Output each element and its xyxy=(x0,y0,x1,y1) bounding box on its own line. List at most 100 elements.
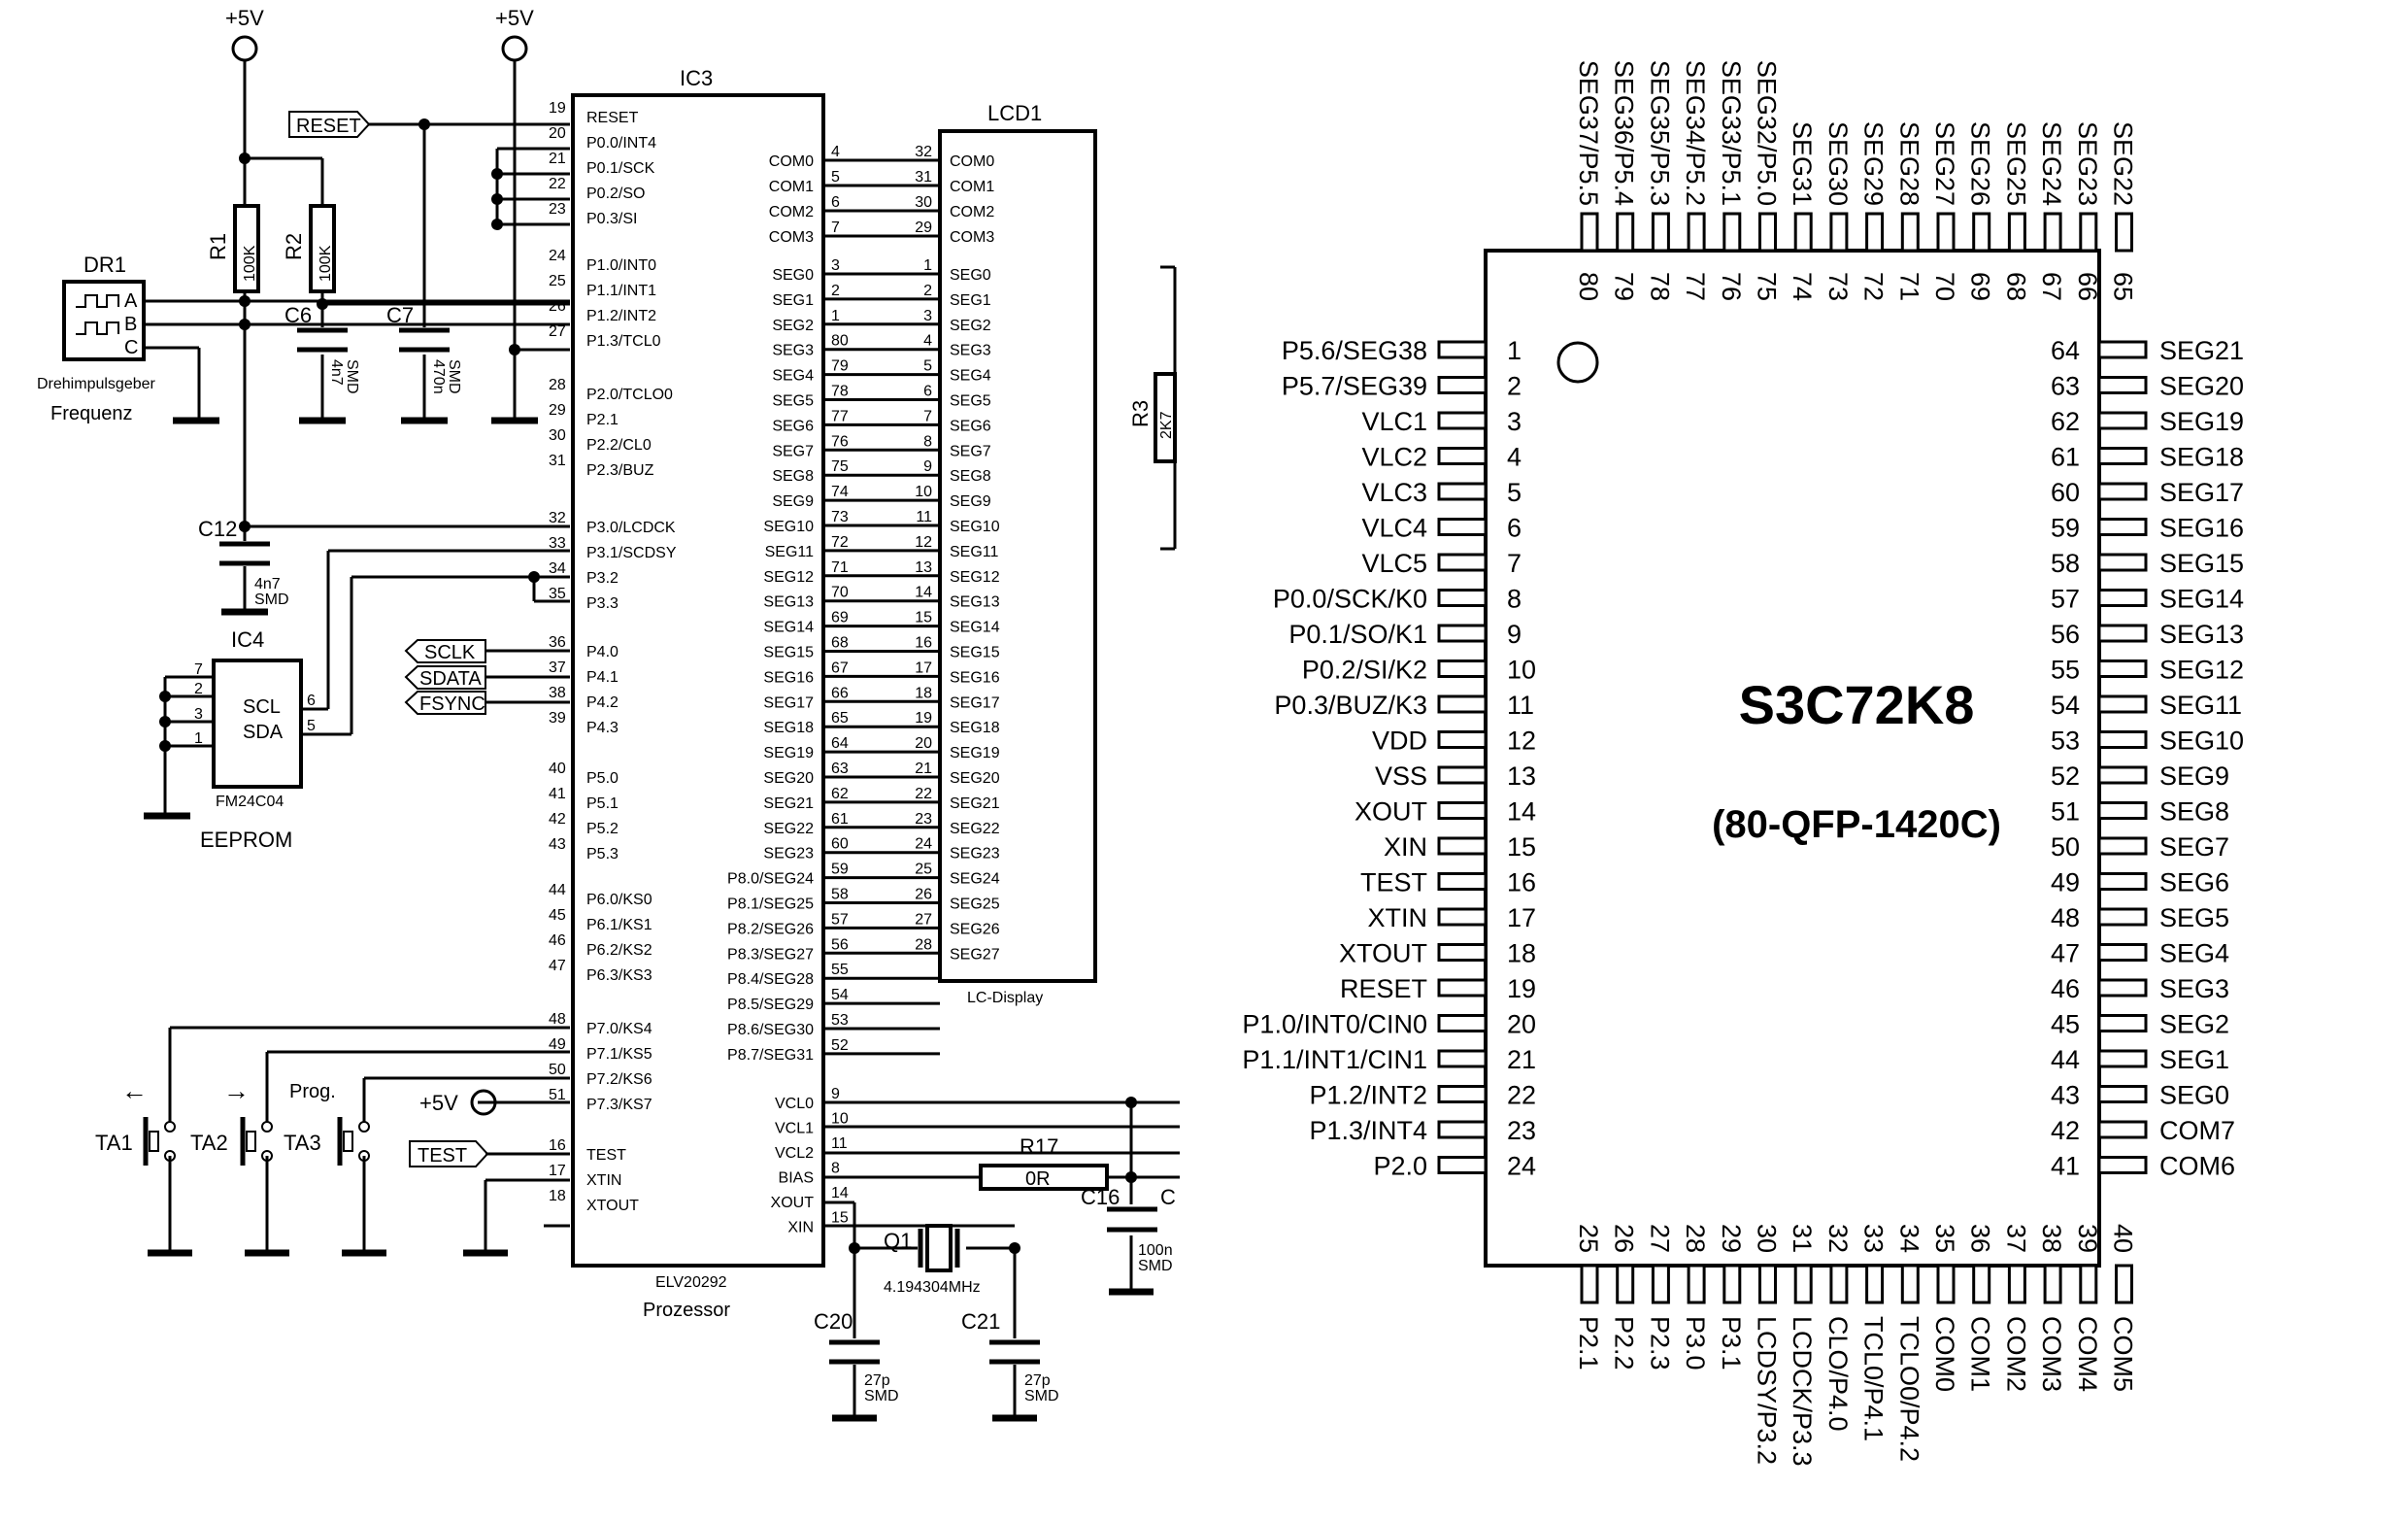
lcd-pin-label: COM3 xyxy=(950,229,994,246)
qfp-pin-number: 22 xyxy=(1507,1081,1536,1110)
ic3-pin-label: P6.1/KS1 xyxy=(586,917,652,933)
lcd-pin-number: 30 xyxy=(915,194,932,211)
ic3-pin-number: 5 xyxy=(831,169,840,186)
svg-text:SCLK: SCLK xyxy=(424,642,476,663)
qfp-pin-number: 50 xyxy=(2051,832,2080,862)
qfp-pin-number: 69 xyxy=(1966,272,1995,301)
ic3-pin-label: P7.0/KS4 xyxy=(586,1021,652,1037)
qfp-pin-label: SEG27 xyxy=(1930,121,1959,206)
qfp-pin-label: SEG37/P5.5 xyxy=(1574,60,1603,206)
lcd-pin-number: 17 xyxy=(915,660,932,676)
qfp-pad xyxy=(1437,340,1488,359)
qfp-pad xyxy=(2115,1264,2133,1304)
svg-text:C: C xyxy=(124,337,138,358)
qfp-pad xyxy=(1793,212,1813,253)
qfp-pad xyxy=(2097,943,2148,962)
ic3-pin-number: 48 xyxy=(549,1011,566,1028)
resistor-r17: 0R R17 xyxy=(979,1134,1109,1191)
ic3-pin-number: 54 xyxy=(831,987,849,1003)
key-ta2: TA2 xyxy=(190,1117,273,1166)
ic3-pin-number: 58 xyxy=(831,887,849,903)
ic3-pin-number: 61 xyxy=(831,811,849,828)
qfp-pad xyxy=(1972,1264,1991,1304)
supply-terminal-2: +5V xyxy=(495,6,534,62)
qfp-pin-label: VDD xyxy=(1372,727,1427,756)
qfp-pin-number: 61 xyxy=(2051,443,2080,472)
svg-text:100K: 100K xyxy=(242,245,258,282)
qfp-pin-label: SEG35/P5.3 xyxy=(1645,60,1674,206)
ic3-pin-label: SEG16 xyxy=(763,669,814,686)
ic3-pin-label: SEG1 xyxy=(772,292,814,309)
svg-text:SMD: SMD xyxy=(254,592,289,608)
capacitor-c16: C16 C 100n SMD xyxy=(1081,1185,1176,1274)
ic3-pin-label: VCL0 xyxy=(775,1096,814,1112)
ic3-pin-number: 53 xyxy=(831,1012,849,1029)
ic3-pin-label: SEG19 xyxy=(763,745,814,761)
supply-terminal-3: +5V xyxy=(419,1089,497,1116)
lcd-pin-number: 11 xyxy=(916,509,932,525)
ic3-pin-number: 15 xyxy=(831,1210,849,1227)
ic3-pin-label: P6.0/KS0 xyxy=(586,892,652,908)
qfp-pad xyxy=(2007,212,2026,253)
qfp-pin-number: 51 xyxy=(2051,797,2080,827)
svg-text:4n7: 4n7 xyxy=(254,576,281,592)
ic3-pin-label: COM3 xyxy=(769,229,814,246)
ic3-pin-label: SEG13 xyxy=(763,594,814,611)
ic3-pin-number: 10 xyxy=(831,1111,849,1128)
qfp-pad xyxy=(1437,1120,1488,1139)
svg-text:C6: C6 xyxy=(284,303,312,327)
qfp-pin-label: SEG14 xyxy=(2159,585,2244,614)
svg-text:4.194304MHz: 4.194304MHz xyxy=(884,1279,981,1296)
ic3-pin-label: P0.2/SO xyxy=(586,186,645,202)
qfp-pad xyxy=(2079,1264,2098,1304)
capacitor-c6: C6 4n7 SMD xyxy=(284,303,360,394)
qfp-pin-label: P1.0/INT0/CIN0 xyxy=(1242,1010,1427,1039)
qfp-pad xyxy=(2097,872,2148,891)
qfp-pad xyxy=(2097,411,2148,430)
qfp-pin-label: XIN xyxy=(1384,832,1427,862)
qfp-pad xyxy=(1651,212,1670,253)
qfp-pin-label: TEST xyxy=(1360,868,1427,897)
ic3-pin-number: 19 xyxy=(549,100,566,117)
ic3-pin-label: VCL2 xyxy=(775,1145,814,1162)
qfp-pin-label: TCLO0/P4.2 xyxy=(1894,1316,1923,1462)
supply-terminal-1: +5V xyxy=(225,6,264,62)
qfp-pin-number: 6 xyxy=(1507,514,1522,543)
ic3-pin-number: 70 xyxy=(831,585,849,601)
key-ta3: TA3 xyxy=(284,1117,370,1166)
qfp-right-pins: SEG2164SEG2063SEG1962SEG1861SEG1760SEG16… xyxy=(2051,336,2244,1181)
qfp-pad xyxy=(1437,765,1488,785)
qfp-pin-number: 19 xyxy=(1507,974,1536,1003)
key-ta1: TA1 xyxy=(95,1117,176,1166)
qfp-pin-number: 16 xyxy=(1507,868,1536,897)
qfp-pad xyxy=(2043,212,2062,253)
qfp-pin-number: 79 xyxy=(1610,272,1639,301)
ic3-pin-number: 26 xyxy=(549,298,566,315)
sclk-flag: SCLK xyxy=(404,639,486,663)
qfp-pin-number: 9 xyxy=(1507,620,1522,649)
qfp-pin-label: SEG36/P5.4 xyxy=(1610,60,1639,206)
ic3-pin-number: 34 xyxy=(549,560,566,577)
ic3-pin-label: SEG9 xyxy=(772,493,814,510)
ic3-pin-number: 27 xyxy=(549,323,566,340)
svg-text:27p: 27p xyxy=(864,1372,890,1389)
lcd-pin-number: 25 xyxy=(915,862,932,878)
lcd-pin-number: 22 xyxy=(915,786,932,802)
svg-text:SMD: SMD xyxy=(864,1388,899,1404)
svg-text:7: 7 xyxy=(194,661,203,678)
ic3-pin-label: VCL1 xyxy=(775,1121,814,1137)
qfp-pin-label: LCDCK/P3.3 xyxy=(1788,1316,1817,1467)
qfp-pin-label: SEG17 xyxy=(2159,478,2244,507)
ic3-pin-label: P1.3/TCL0 xyxy=(586,333,661,350)
ic3-pin-number: 62 xyxy=(831,786,849,802)
svg-text:100K: 100K xyxy=(318,245,334,282)
lcd-pin-number: 13 xyxy=(915,559,932,576)
lcd-pin-number: 18 xyxy=(915,685,932,701)
ic3-pin-label: P3.0/LCDCK xyxy=(586,520,676,536)
ic3-pin-label: P1.0/INT0 xyxy=(586,257,656,274)
qfp-pin-number: 63 xyxy=(2051,372,2080,401)
qfp-pin-number: 10 xyxy=(1507,656,1536,685)
qfp-pin-number: 62 xyxy=(2051,407,2080,436)
qfp-pin-number: 55 xyxy=(2051,656,2080,685)
ic3-pin-number: 36 xyxy=(549,634,566,651)
